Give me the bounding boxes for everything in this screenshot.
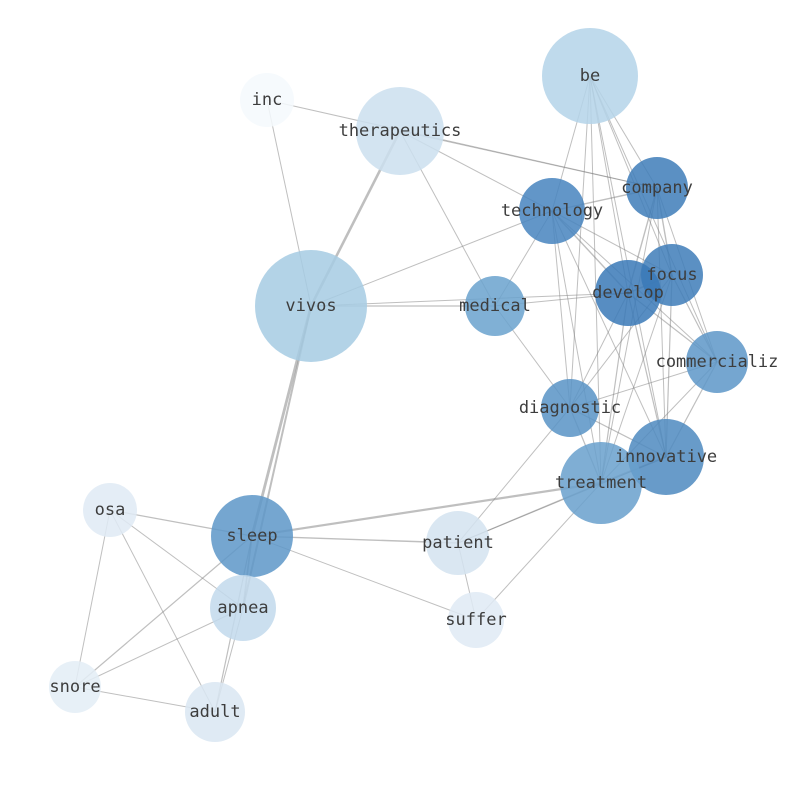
edge-company-innovative: [656, 187, 667, 458]
edge-technology-treatment: [551, 210, 602, 484]
node-innovative: [628, 419, 704, 495]
edge-be-commercializ: [589, 75, 718, 363]
edge-treatment-sleep: [251, 481, 602, 538]
edge-company-treatment: [600, 187, 658, 484]
edge-osa-adult: [109, 509, 216, 713]
node-develop: [595, 260, 661, 326]
node-treatment: [560, 442, 642, 524]
node-be: [542, 28, 638, 124]
edge-osa-snore: [74, 509, 111, 688]
node-sleep: [211, 495, 293, 577]
nodes-layer: [49, 28, 748, 742]
node-suffer: [448, 592, 504, 648]
node-snore: [49, 661, 101, 713]
node-medical: [465, 276, 525, 336]
node-adult: [185, 682, 245, 742]
node-osa: [83, 483, 137, 537]
node-vivos: [255, 250, 367, 362]
node-technology: [519, 178, 585, 244]
node-diagnostic: [541, 379, 599, 437]
node-commercializ: [686, 331, 748, 393]
node-company: [626, 157, 688, 219]
edge-technology-innovative: [551, 210, 667, 458]
edge-be-treatment: [589, 75, 602, 484]
node-inc: [240, 73, 294, 127]
node-apnea: [210, 575, 276, 641]
node-patient: [426, 511, 490, 575]
node-therapeutics: [356, 87, 444, 175]
